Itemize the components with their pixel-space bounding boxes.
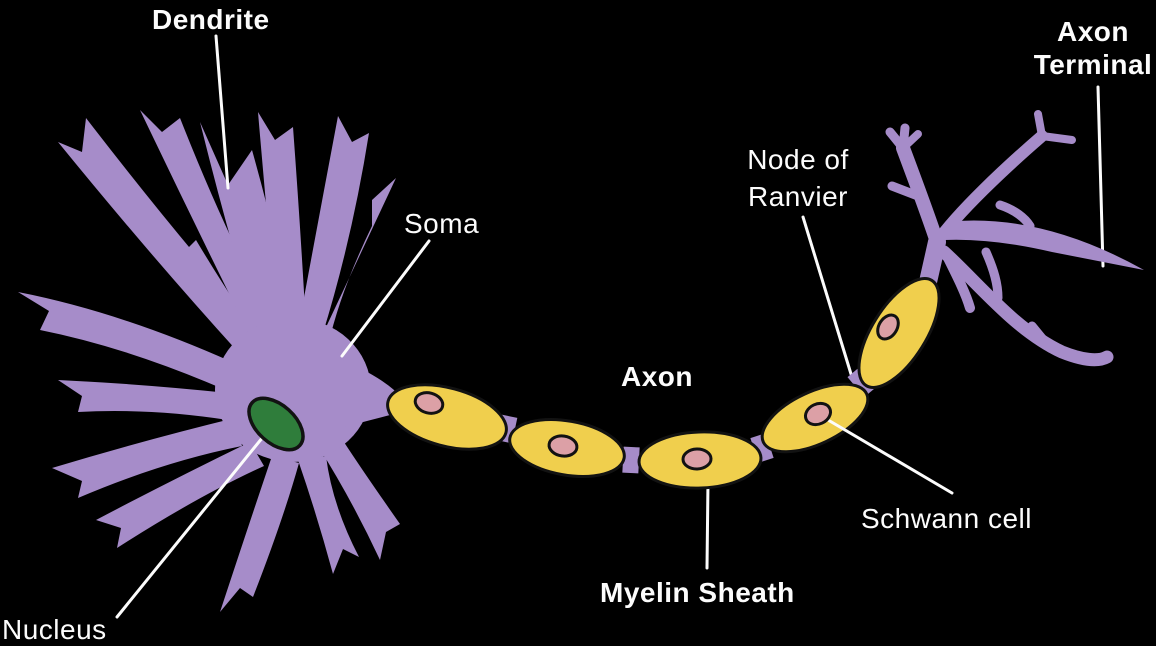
schwann-nucleus [876,313,900,341]
axon-terminal-label-line1: Axon [1057,16,1129,47]
nucleus-shape [247,396,305,452]
axon-terminal-leader-line [1096,85,1105,268]
axon-terminal-branches [885,110,1144,367]
dendrites [18,110,400,612]
leader-lines [115,34,1105,619]
dendrite-leader-line [214,34,230,190]
axon-hillock [338,358,402,428]
schwann-nucleus [413,391,445,415]
node-of-ranvier-connector [622,446,640,474]
axon-label: Axon [621,361,693,392]
myelin-sheath-leader-line [705,479,710,570]
nucleus-leader-line [115,430,269,619]
myelin-segment [857,277,941,389]
schwann-nucleus [681,447,713,471]
myelin-segment [386,383,508,451]
node-of-ranvier-label-line1: Node of [747,144,849,175]
axon-terminal-label: Axon Terminal [1030,15,1156,81]
nucleus-label: Nucleus [2,614,107,645]
soma-label: Soma [404,208,480,239]
axon-terminal-label-line2: Terminal [1033,49,1153,80]
dendrite-label: Dendrite [152,4,270,35]
myelin-sheath-label: Myelin Sheath [600,577,795,608]
node-of-ranvier-label: Node of Ranvier [718,141,878,215]
schwann-cell-leader-line [821,415,954,495]
schwann-cell-nuclei [413,313,900,471]
schwann-nucleus [803,401,833,427]
schwann-cell-label: Schwann cell [861,503,1032,534]
soma-leader-line [340,239,431,358]
node-of-ranvier-label-line2: Ranvier [748,181,848,212]
schwann-nucleus [547,434,579,458]
node-of-ranvier-leader-line [801,215,853,376]
